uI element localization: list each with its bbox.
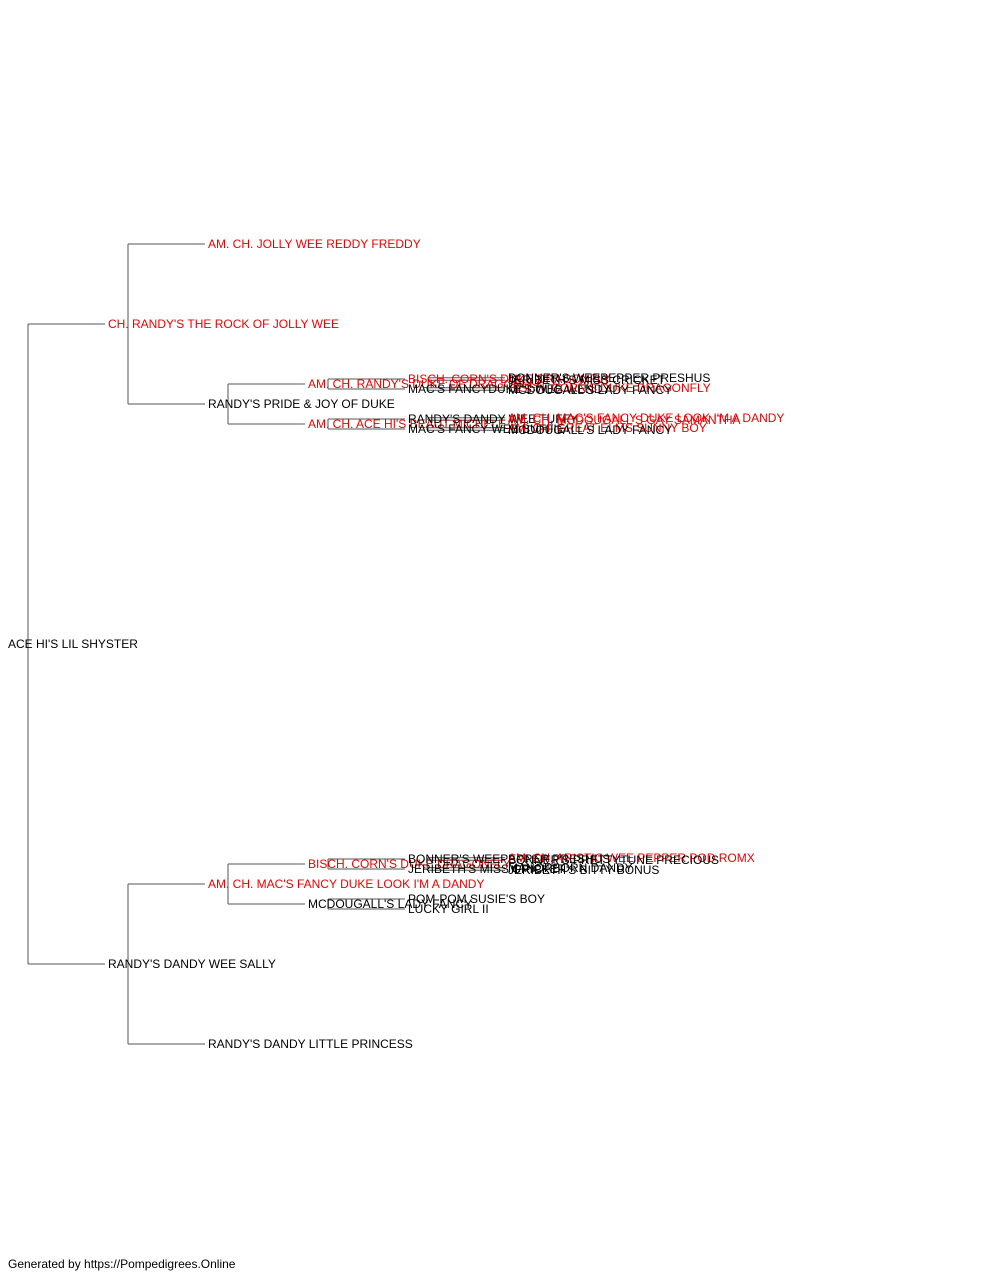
pedigree-entry-root-dam-sire-dam[interactable]: MCDOUGALL'S LADY FANCY: [308, 897, 473, 911]
pedigree-entry-root-dam-sire-sire-sire-dam[interactable]: BONNER'S PRETTYTUNE PRECIOUS: [508, 853, 719, 868]
pedigree-entry-root-sire-dam-dam[interactable]: AM. CH. ACE HI'S BEAUT MICHELE: [308, 417, 507, 431]
pedigree-entry-root-sire-dam-sire-sire-sire[interactable]: BONNER'S WEEPEPPER PRESHUS: [508, 370, 711, 385]
pedigree-entry-root-dam-sire-sire-sire-sire[interactable]: AM. CH. ARISTIC WEE PEPPER POD ROMX: [508, 850, 755, 865]
pedigree-entry-root-sire-dam-sire-sire-dam[interactable]: JERIBETH'S MISS CRICKET: [508, 373, 665, 388]
pedigree-entry-root-sire-sire[interactable]: AM. CH. JOLLY WEE REDDY FREDDY: [208, 237, 421, 251]
pedigree-entry-root-sire-dam-sire[interactable]: AM. CH. RANDY'S DUKE OF DRAGONFLY: [308, 377, 543, 391]
pedigree-entry-root-sire-dam-dam-sire[interactable]: RANDY'S DANDY WEE TUFFY: [408, 412, 578, 426]
pedigree-entry-root-sire[interactable]: CH. RANDY'S THE ROCK OF JOLLY WEE: [108, 317, 339, 331]
pedigree-entry-root-sire-dam-sire-dam[interactable]: MAC'S FANCYDUKE'S WEE WENDY: [408, 382, 611, 396]
pedigree-entry-root-dam-sire-sire-dam-dam[interactable]: JERIBETH'S BITTY BONUS: [508, 863, 660, 878]
pedigree-entry-root[interactable]: ACE HI'S LIL SHYSTER: [8, 637, 138, 651]
pedigree-entry-root-dam-sire-sire-dam[interactable]: JERIBETH'S MISS CRICKET: [408, 862, 565, 876]
pedigree-entry-root-dam[interactable]: RANDY'S DANDY WEE SALLY: [108, 957, 276, 971]
pedigree-entry-root-sire-dam-sire-sire[interactable]: BISCH. CORN'S DUKE DRAGONFLY: [408, 372, 611, 386]
pedigree-entry-root-dam-dam[interactable]: RANDY'S DANDY LITTLE PRINCESS: [208, 1037, 413, 1051]
pedigree-entry-root-sire-dam-dam-sire-sire[interactable]: AM. CH. MAC'S FANCY DUKE LOOK I'M A DAND…: [508, 410, 785, 425]
pedigree-entry-root-sire-dam-dam-dam-dam[interactable]: MCDOUGALL'S LADY FANCY: [508, 423, 673, 438]
pedigree-entry-root-sire-dam[interactable]: RANDY'S PRIDE & JOY OF DUKE: [208, 397, 395, 411]
pedigree-entry-root-dam-sire-sire-sire[interactable]: BONNER'S WEEPEPPER PRESHUS: [408, 852, 611, 866]
pedigree-entry-root-dam-sire-dam-dam[interactable]: LUCKY GIRL II: [408, 902, 489, 916]
pedigree-entry-root-sire-dam-sire-dam-dam[interactable]: MCDOUGALL'S LADY FANCY: [508, 383, 673, 398]
pedigree-entry-root-sire-dam-dam-dam-sire[interactable]: AM. CH. GREAT ELMS SUNNY BOY: [508, 420, 707, 435]
pedigree-entry-root-sire-dam-dam-dam[interactable]: MAC'S FANCY WEE BUFFIE: [408, 422, 565, 436]
pedigree-entry-root-dam-sire-sire-dam-sire[interactable]: MANORBORN DANDY: [508, 860, 633, 875]
pedigree-entry-root-sire-dam-dam-sire-dam[interactable]: AM. CH. MCDOUGALL'S GAY SAMANTHA: [508, 413, 741, 428]
pedigree-entry-root-dam-sire-dam-sire[interactable]: POM-POM SUSIE'S BOY: [408, 892, 545, 906]
generated-by-footer: Generated by https://Pompedigrees.Online: [8, 1257, 236, 1271]
pedigree-entry-root-dam-sire-sire[interactable]: BISCH. CORN'S DUKE DRAGONFLY: [308, 857, 511, 871]
pedigree-entry-root-dam-sire[interactable]: AM. CH. MAC'S FANCY DUKE LOOK I'M A DAND…: [208, 877, 485, 891]
pedigree-entry-root-sire-dam-sire-dam-sire[interactable]: BISCH. CORN'S DUKE DRAGONFLY: [508, 380, 711, 395]
